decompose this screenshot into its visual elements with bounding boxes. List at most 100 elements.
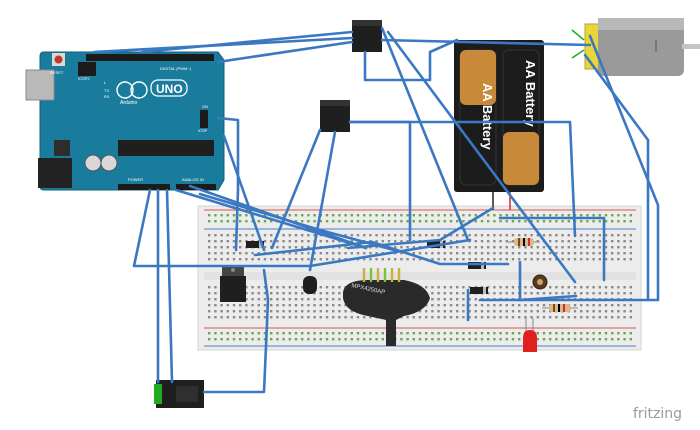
- breadboard-hole: [307, 316, 310, 319]
- breadboard-hole: [418, 258, 422, 261]
- breadboard-hole: [313, 214, 316, 217]
- breadboard-hole: [412, 234, 415, 237]
- breadboard-hole: [592, 252, 595, 255]
- breadboard-hole: [437, 316, 440, 319]
- breadboard-hole: [580, 220, 583, 223]
- breadboard-hole: [226, 220, 229, 223]
- breadboard-hole: [282, 240, 285, 243]
- breadboard-hole: [257, 220, 260, 223]
- breadboard-hole: [586, 292, 589, 295]
- breadboard-hole: [214, 338, 217, 341]
- breadboard-hole: [406, 332, 409, 335]
- breadboard-hole: [611, 220, 614, 223]
- breadboard-hole: [437, 292, 440, 295]
- breadboard-hole: [524, 246, 527, 249]
- breadboard-hole: [214, 310, 217, 313]
- breadboard-hole: [530, 310, 533, 313]
- breadboard-hole: [598, 220, 601, 223]
- breadboard-hole: [400, 338, 403, 341]
- breadboard-hole: [257, 298, 260, 301]
- breadboard-hole: [524, 304, 527, 307]
- breadboard-hole: [220, 310, 223, 313]
- breadboard-hole: [480, 220, 484, 223]
- breadboard-hole: [319, 258, 322, 261]
- breadboard-hole: [319, 304, 322, 307]
- breadboard-hole: [580, 240, 583, 243]
- breadboard-hole: [257, 338, 260, 341]
- breadboard-hole: [462, 214, 465, 217]
- breadboard-hole: [573, 304, 577, 307]
- breadboard-hole: [276, 310, 279, 313]
- breadboard-hole: [356, 234, 360, 237]
- breadboard-hole: [313, 220, 316, 223]
- breadboard-hole: [443, 220, 446, 223]
- breadboard-hole: [518, 304, 521, 307]
- breadboard-center-gap: [204, 272, 636, 280]
- breadboard-hole: [344, 220, 347, 223]
- breadboard-hole: [437, 214, 440, 217]
- breadboard-hole: [369, 332, 372, 335]
- breadboard-hole: [611, 258, 614, 261]
- breadboard-hole: [257, 258, 260, 261]
- breadboard-hole: [338, 220, 341, 223]
- breadboard-hole: [499, 316, 502, 319]
- breadboard-hole: [474, 304, 477, 307]
- breadboard-hole: [518, 234, 521, 237]
- breadboard-hole: [505, 252, 508, 255]
- breadboard-hole: [313, 338, 316, 341]
- breadboard-hole: [307, 252, 310, 255]
- breadboard-hole: [586, 258, 589, 261]
- breadboard-hole: [369, 220, 372, 223]
- breadboard-hole: [425, 332, 428, 335]
- breadboard-hole: [604, 304, 608, 307]
- breadboard-hole: [536, 252, 539, 255]
- breadboard-hole: [325, 338, 329, 341]
- breadboard-hole: [462, 246, 465, 249]
- breadboard-hole: [301, 310, 304, 313]
- breadboard-hole: [518, 332, 521, 335]
- breadboard-hole: [220, 338, 223, 341]
- breadboard-hole: [474, 234, 477, 237]
- usb-connector: [25, 69, 55, 101]
- breadboard-hole: [468, 258, 471, 261]
- breadboard-hole: [294, 214, 298, 217]
- breadboard-hole: [350, 234, 353, 237]
- breadboard-hole: [276, 338, 279, 341]
- breadboard-hole: [356, 338, 360, 341]
- breadboard-hole: [232, 310, 236, 313]
- potentiometer-knob: [537, 279, 543, 285]
- breadboard-hole: [412, 338, 415, 341]
- breadboard-hole: [226, 234, 229, 237]
- breadboard-hole: [611, 338, 614, 341]
- breadboard-hole: [437, 234, 440, 237]
- breadboard-hole: [288, 240, 291, 243]
- breadboard-hole: [425, 234, 428, 237]
- breadboard-hole: [344, 338, 347, 341]
- breadboard-hole: [474, 246, 477, 249]
- arduino-uno-board: RESET DIGITAL (PWM~) ICSP2 TX RX L Ardui…: [25, 51, 225, 191]
- breadboard-hole: [505, 332, 508, 335]
- breadboard-hole: [394, 258, 397, 261]
- breadboard-hole: [282, 338, 285, 341]
- breadboard-hole: [487, 246, 490, 249]
- breadboard-hole: [449, 310, 453, 313]
- breadboard-hole: [294, 310, 298, 313]
- battery-cell-1-label: AA Battery: [480, 83, 495, 150]
- breadboard-hole: [375, 240, 378, 243]
- breadboard-hole: [555, 252, 558, 255]
- breadboard-hole: [344, 304, 347, 307]
- breadboard-hole: [325, 310, 329, 313]
- breadboard-hole: [369, 316, 372, 319]
- breadboard-hole: [449, 332, 453, 335]
- breadboard-hole: [294, 240, 298, 243]
- breadboard-hole: [443, 310, 446, 313]
- breadboard-hole: [282, 292, 285, 295]
- breadboard-hole: [418, 252, 422, 255]
- breadboard-hole: [282, 214, 285, 217]
- wire: [380, 26, 470, 242]
- breadboard-hole: [356, 214, 360, 217]
- breadboard-hole: [344, 252, 347, 255]
- breadboard-hole: [456, 246, 459, 249]
- breadboard-hole: [251, 332, 254, 335]
- breadboard-hole: [239, 310, 242, 313]
